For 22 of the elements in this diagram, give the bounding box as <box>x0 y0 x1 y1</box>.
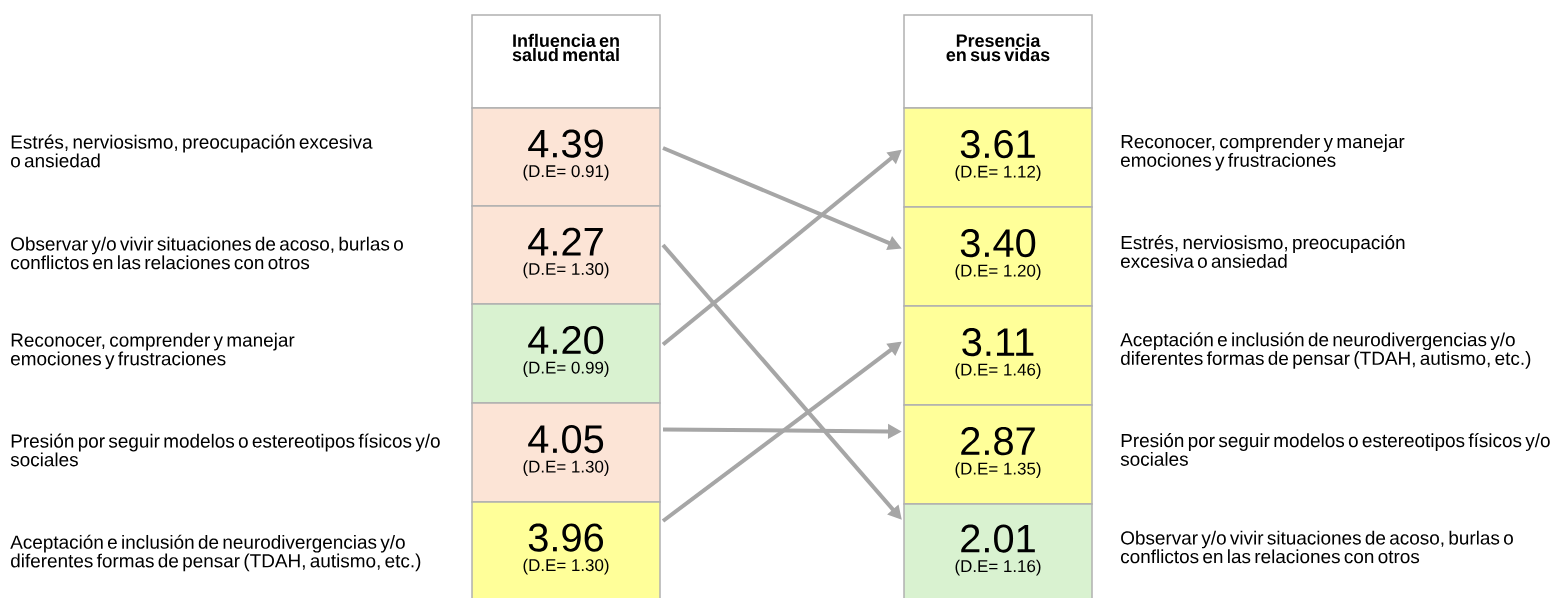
value-cell: 3.40 (D.E= 1.20) <box>903 206 1093 307</box>
row-label: Observar y/o vivir situaciones de acoso, burlas o conflictos en las relaciones con otros <box>11 236 403 270</box>
row-label: Aceptación e inclusión de neurodivergencias y/o diferentes formas de pensar (TDAH, autismo, etc.) <box>1120 332 1531 369</box>
value-cell: 4.27 (D.E= 1.30) <box>471 205 661 305</box>
value-cell: 4.20 (D.E= 0.99) <box>471 303 661 404</box>
value-cell: 4.39 (D.E= 0.91) <box>471 107 661 207</box>
column-header: Influencia en salud mental <box>471 14 661 109</box>
column-header: Presencia en sus vidas <box>903 14 1093 109</box>
row-label: Aceptación e inclusión de neurodivergencias y/o diferentes formas de pensar (TDAH, autismo, etc.) <box>10 534 421 572</box>
row-label: Estrés, nerviosismo, preocupación excesiva o ansiedad <box>1121 235 1405 268</box>
row-label: Presión por seguir modelos o estereotipos físicos y/o sociales <box>10 433 440 467</box>
value-cell: 3.11 (D.E= 1.46) <box>903 305 1093 406</box>
value-cell: 2.87 (D.E= 1.35) <box>903 404 1093 505</box>
value-cell: 2.01 (D.E= 1.16) <box>903 503 1093 598</box>
row-label: Reconocer, comprender y manejar emociones y frustraciones <box>11 332 295 370</box>
row-label: Reconocer, comprender y manejar emociones y frustraciones <box>1121 134 1405 171</box>
value-cell: 4.05 (D.E= 1.30) <box>471 402 661 503</box>
row-label: Observar y/o vivir situaciones de acoso, burlas o conflictos en las relaciones con otros <box>1121 530 1513 564</box>
row-label: Presión por seguir modelos o estereotipos físicos y/o sociales <box>1120 433 1550 466</box>
row-label: Estrés, nerviosismo, preocupación excesiva o ansiedad <box>11 134 373 168</box>
value-cell: 3.61 (D.E= 1.12) <box>903 107 1093 208</box>
value-cell: 3.96 (D.E= 1.30) <box>471 501 661 598</box>
